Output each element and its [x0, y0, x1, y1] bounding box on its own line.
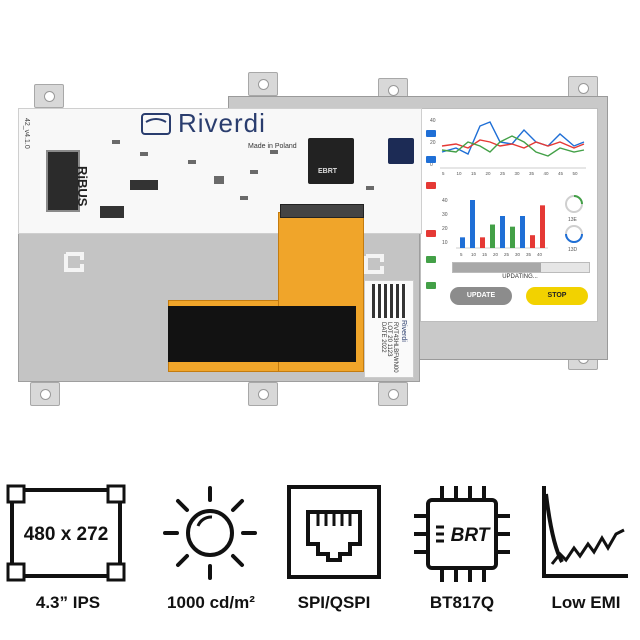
- brand-name: Riverdi: [178, 108, 266, 138]
- mounting-tab: [248, 382, 278, 406]
- feature-label-emi: Low EMI: [551, 593, 621, 612]
- line-tick-x: 45: [558, 171, 564, 176]
- screen-bar: [540, 205, 545, 248]
- chip-marking: EBRT: [318, 168, 338, 175]
- screen-line-chart: 40 20 0 5 10 15 20 25 30 35 40 45 50: [430, 118, 586, 176]
- smd-component: [140, 152, 148, 156]
- feature-label-display: 4.3” IPS: [35, 593, 101, 612]
- sticker-line: DATE 2022: [380, 322, 386, 353]
- screen-bar: [510, 226, 515, 248]
- indicator-red: [426, 182, 436, 189]
- bar-tick-x: 15: [482, 252, 488, 257]
- fpc-connector: [46, 150, 80, 212]
- feature-label-controller: BT817Q: [429, 593, 495, 612]
- line-tick-x: 40: [544, 171, 550, 176]
- bar-tick-x: 25: [504, 252, 510, 257]
- feature-label-interface: SPI/QSPI: [297, 593, 371, 612]
- screen-bar-chart: 40 30 20 10 5 10 15 20 25 30 35 40: [442, 198, 548, 257]
- line-tick-x: 5: [442, 171, 445, 176]
- chip-icon-text: BRT: [451, 525, 491, 546]
- line-tick-x: 25: [500, 171, 506, 176]
- bar-tick-y: 40: [442, 198, 448, 204]
- sun-brightness-icon: [163, 486, 257, 580]
- interface-mark: RiBUS: [75, 166, 90, 207]
- gauge-value: 13E: [568, 217, 578, 223]
- mounting-tab: [34, 84, 64, 108]
- smd-component: [366, 186, 374, 190]
- bar-tick-x: 10: [471, 252, 477, 257]
- smd-component: [112, 140, 120, 144]
- screen-bar: [520, 216, 525, 248]
- line-series-red: [441, 139, 585, 149]
- gauge-icon: 13E 13D: [565, 195, 583, 253]
- indicator-green: [426, 256, 436, 263]
- screen-bar: [480, 237, 485, 248]
- board-version: 42_v4.1.0: [23, 118, 30, 149]
- screen-bar: [460, 237, 465, 248]
- screen-bar: [500, 216, 505, 248]
- line-tick-y: 20: [430, 140, 436, 146]
- line-tick-x: 10: [457, 171, 463, 176]
- board-connector: [280, 204, 364, 218]
- line-series-green: [441, 135, 585, 157]
- gauge-value: 13D: [568, 247, 578, 253]
- chip-icon: BRT: [414, 486, 510, 582]
- line-tick-x: 35: [529, 171, 535, 176]
- smd-component: [214, 176, 224, 184]
- smd-component: [240, 196, 248, 200]
- screen-bar: [490, 224, 495, 248]
- smd-component: [188, 160, 196, 164]
- line-tick-x: 20: [486, 171, 492, 176]
- indicator-blue: [426, 130, 436, 137]
- indicator-green: [426, 282, 436, 289]
- indicator-red: [426, 230, 436, 237]
- sticker-line: RVT43HLBFWN00: [392, 322, 398, 373]
- bar-tick-x: 5: [460, 252, 463, 257]
- screen-update-button: UPDATE: [450, 287, 512, 305]
- slot-mark: [64, 252, 84, 272]
- mounting-tab: [30, 382, 60, 406]
- smd-component: [270, 150, 278, 154]
- small-chip: [388, 138, 414, 164]
- bar-tick-x: 40: [537, 252, 543, 257]
- line-tick-y: 0: [430, 162, 433, 168]
- bar-tick-y: 10: [442, 240, 448, 246]
- resolution-text: 480 x 272: [24, 524, 109, 545]
- riverdi-logo-icon: [141, 113, 171, 135]
- mounting-tab: [248, 72, 278, 96]
- board-connector: [100, 206, 124, 218]
- slot-mark: [364, 254, 384, 274]
- resolution-frame-icon: 480 x 272: [6, 484, 126, 582]
- smd-component: [250, 170, 258, 174]
- emi-graph-icon: [542, 486, 628, 578]
- screen-stop-button: STOP: [526, 287, 588, 305]
- made-in-text: Made in Poland: [248, 143, 297, 150]
- line-tick-x: 15: [471, 171, 477, 176]
- bar-tick-y: 30: [442, 212, 448, 218]
- line-tick-x: 50: [573, 171, 579, 176]
- mounting-tab: [378, 382, 408, 406]
- sticker-text: RVT43HLBFWN00 LOT 20 1123 DATE 2022: [380, 322, 398, 412]
- screen-updating-text: UPDATING...: [502, 274, 538, 280]
- line-tick-x: 30: [515, 171, 521, 176]
- screen-progress-bar: [452, 262, 590, 273]
- qr-code: [372, 284, 406, 318]
- board-connector: [130, 180, 158, 190]
- bar-tick-x: 30: [515, 252, 521, 257]
- ethernet-port-icon: [287, 485, 381, 579]
- bar-tick-y: 20: [442, 226, 448, 232]
- indicator-blue: [426, 156, 436, 163]
- screen-bar: [530, 235, 535, 248]
- screen-bar: [470, 200, 475, 248]
- controller-chip: [308, 138, 354, 184]
- line-tick-y: 40: [430, 118, 436, 124]
- bar-tick-x: 35: [526, 252, 532, 257]
- black-tape: [168, 306, 356, 362]
- sticker-brand: Riverdi: [400, 320, 407, 342]
- feature-label-brightness: 1000 cd/m²: [167, 593, 255, 612]
- bar-tick-x: 20: [493, 252, 499, 257]
